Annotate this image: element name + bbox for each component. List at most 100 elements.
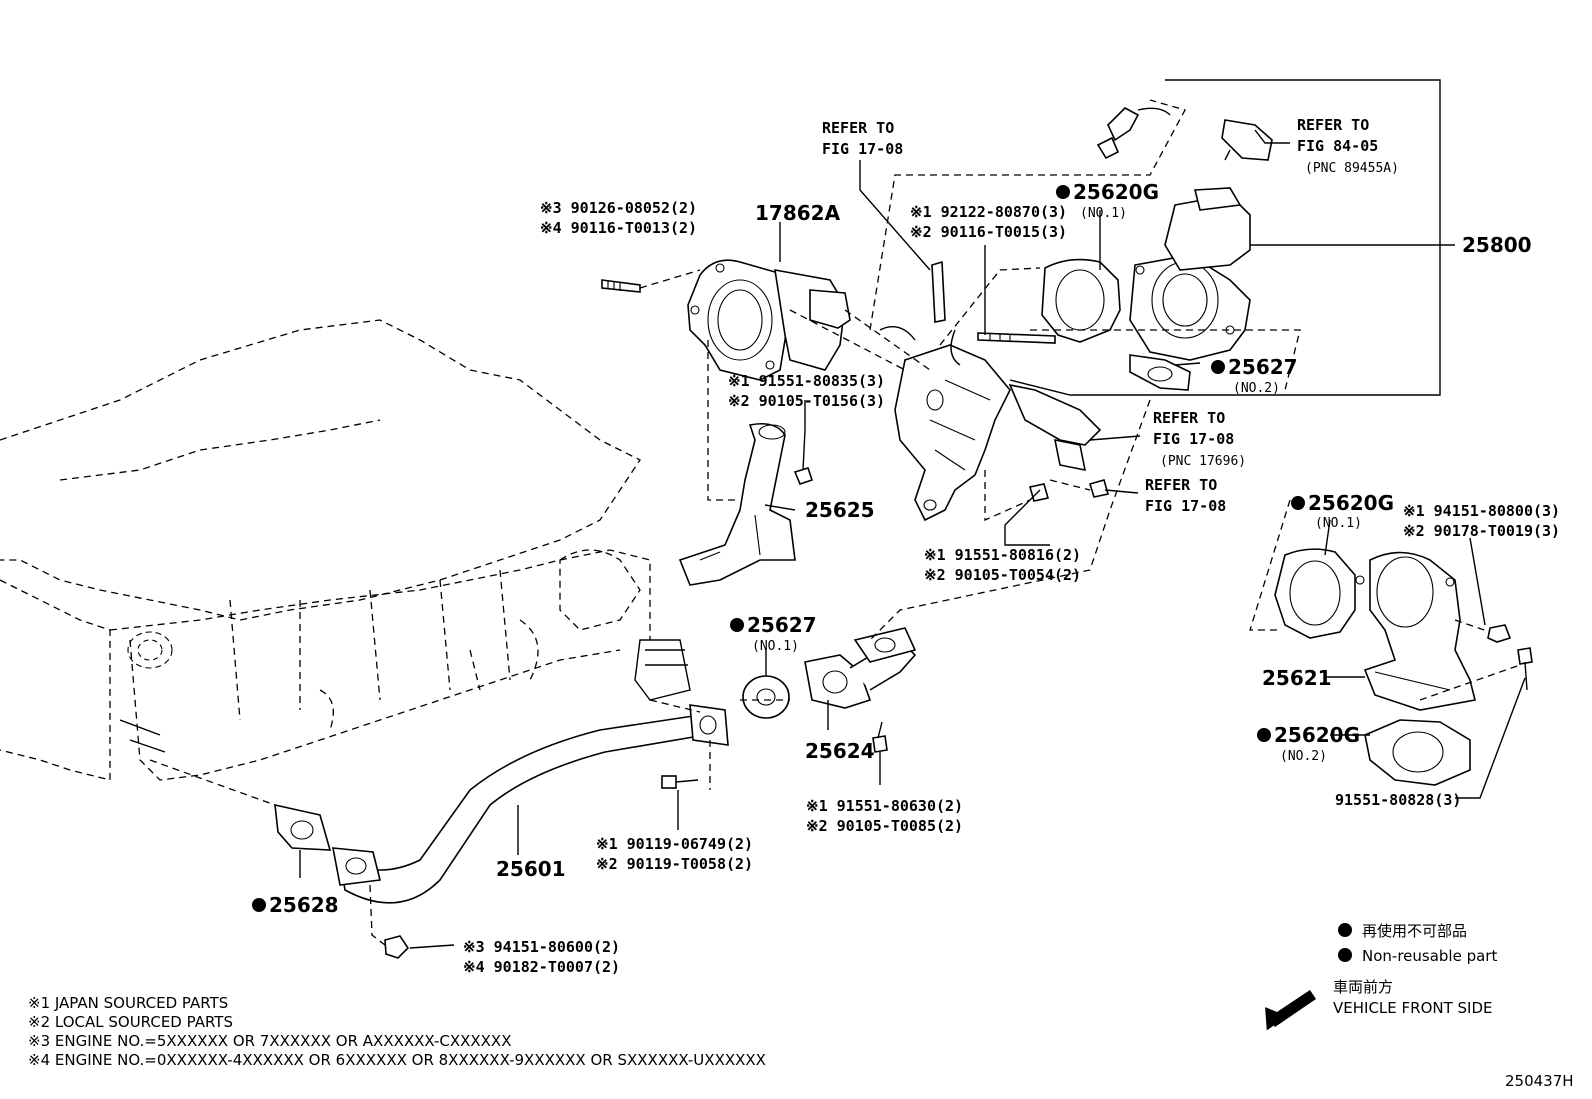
part-subtitle: (NO.2) [1280,749,1327,764]
refer-fig: FIG 17-08 [1145,497,1226,515]
label-bolt-25624: ※1 91551-80630(2) ※2 90105-T0085(2) [806,797,963,835]
front-en: VEHICLE FRONT SIDE [1333,999,1493,1017]
label-bolt-top-left: ※3 90126-08052(2) ※4 90116-T0013(2) [540,199,697,237]
note-1: ※1 JAPAN SOURCED PARTS [28,994,228,1012]
assembly-lines [149,99,1521,946]
gasket-25620g-no2-low [1364,719,1471,786]
label-nut-pipe: ※3 94151-80600(2) ※4 90182-T0007(2) [463,938,620,976]
non-reusable-dot [1211,360,1225,374]
refer-fig: FIG 84-05 [1297,137,1378,155]
hose-small [931,260,946,323]
engine-block [0,319,691,781]
label-refer-17-08-low: REFER TO FIG 17-08 [1145,476,1226,515]
part-number-line: ※2 90178-T0019(3) [1403,522,1560,540]
egr-pipe-25601 [332,704,729,904]
refer-text: REFER TO [1153,409,1225,427]
label-refer-17-08-top: REFER TO FIG 17-08 [822,119,903,158]
bolt-17862a [793,429,814,485]
gasket-25627-no1 [742,675,790,719]
part-subtitle: (NO.1) [1080,206,1127,221]
refer-fig: FIG 17-08 [1153,430,1234,448]
part-number-line: ※4 90116-T0013(2) [540,219,697,237]
part-number-line: ※2 90119-T0058(2) [596,855,753,873]
note-4: ※4 ENGINE NO.=0XXXXXX-4XXXXXX OR 6XXXXXX… [28,1051,766,1069]
refer-text: REFER TO [1297,116,1369,134]
part-number-25601: 25601 [496,857,566,881]
egr-cooler-bracket [879,326,1102,522]
throttle-body-17862a [687,259,851,381]
non-reusable-dot [252,898,266,912]
egr-valve-group-frame [1009,79,1441,396]
part-number-line: ※1 92122-80870(3) [910,203,1067,221]
non-reusable-dot [1056,185,1070,199]
refer-text: REFER TO [1145,476,1217,494]
part-subtitle: (NO.2) [1233,381,1280,396]
front-jp: 車両前方 [1333,978,1393,996]
part-number-25620g: 25620G [1073,180,1159,204]
part-number-line: ※1 94151-80800(3) [1403,502,1560,520]
part-subtitle: (NO.1) [752,639,799,654]
part-number-25621: 25621 [1262,666,1332,690]
label-25627-mid: 25627 (NO.1) [730,613,817,654]
nut-pipe [384,935,410,959]
label-25620g-low: 25620G (NO.2) [1257,723,1360,764]
bracket-25625 [678,422,796,586]
label-refer-84-05: REFER TO FIG 84-05 (PNC 89455A) [1297,116,1399,176]
legend: 再使用不可部品 Non-reusable part [1338,922,1497,965]
gasket-25628 [274,803,332,851]
label-bolt-17862a: ※1 91551-80835(3) ※2 90105-T0156(3) [728,372,885,410]
non-reusable-dot [1291,496,1305,510]
part-number-25627: 25627 [1228,355,1298,379]
stud-center [977,332,1056,344]
nut-right [1487,624,1512,643]
non-reusable-dot [730,618,744,632]
part-number-line: ※4 90182-T0007(2) [463,958,620,976]
legend-jp: 再使用不可部品 [1362,922,1467,940]
part-number-17862a: 17862A [755,201,841,225]
stud-top-left [601,279,641,293]
refer-fig: FIG 17-08 [822,140,903,158]
label-bolt-pipe: ※1 90119-06749(2) ※2 90119-T0058(2) [596,835,753,873]
refer-text: REFER TO [822,119,894,137]
part-number-line: ※2 90105-T0156(3) [728,392,885,410]
figure-id: 250437H [1505,1072,1574,1090]
refer-pnc: (PNC 89455A) [1305,161,1399,176]
bolt-pipe [661,775,699,789]
egr-pipe-25621 [1355,551,1476,711]
part-subtitle: (NO.1) [1315,516,1362,531]
label-stud-mid: ※1 92122-80870(3) (NO.1) ※2 90116-T0015(… [910,203,1127,241]
label-refer-17-08-mid: REFER TO FIG 17-08 (PNC 17696) [1153,409,1246,469]
note-3: ※3 ENGINE NO.=5XXXXXX OR 7XXXXXX OR AXXX… [28,1032,512,1050]
part-number-25624: 25624 [805,739,875,763]
bolt-bracket [1028,479,1110,502]
gasket-25620g-no1-top [1041,258,1121,343]
part-number-25620g: 25620G [1274,723,1360,747]
legend-en: Non-reusable part [1362,947,1497,965]
bolt-25624 [872,721,888,753]
label-25627-top: 25627 (NO.2) [1211,355,1298,396]
refer-pnc: (PNC 17696) [1160,454,1246,469]
arrowhead-icon [1265,1007,1288,1031]
adapter-25624 [804,627,917,709]
part-number-line: ※1 91551-80816(2) [924,546,1081,564]
part-number-91551-80828: 91551-80828(3) [1335,791,1461,809]
gasket-25627-no2-top [1129,354,1191,391]
part-number-line: ※1 91551-80630(2) [806,797,963,815]
gasket-25620g-no1-right [1274,548,1356,639]
non-reusable-dot [1338,948,1352,962]
part-number-line: ※3 94151-80600(2) [463,938,620,956]
non-reusable-dot [1338,923,1352,937]
vacuum-switch [1096,107,1171,160]
label-nut-right: ※1 94151-80800(3) ※2 90178-T0019(3) [1403,502,1560,540]
part-number-25625: 25625 [805,498,875,522]
part-number-line: ※2 90105-T0085(2) [806,817,963,835]
bolt-right [1517,647,1533,691]
part-number-25800: 25800 [1462,233,1532,257]
non-reusable-dot [1257,728,1271,742]
front-indicator: 車両前方 VEHICLE FRONT SIDE [1265,978,1493,1031]
part-number-line: ※2 90105-T0054(2) [924,566,1081,584]
label-bolt-bracket: ※1 91551-80816(2) ※2 90105-T0054(2) [924,546,1081,584]
sensor-connector [1221,119,1273,161]
part-number-line: ※2 90116-T0015(3) [910,223,1067,241]
